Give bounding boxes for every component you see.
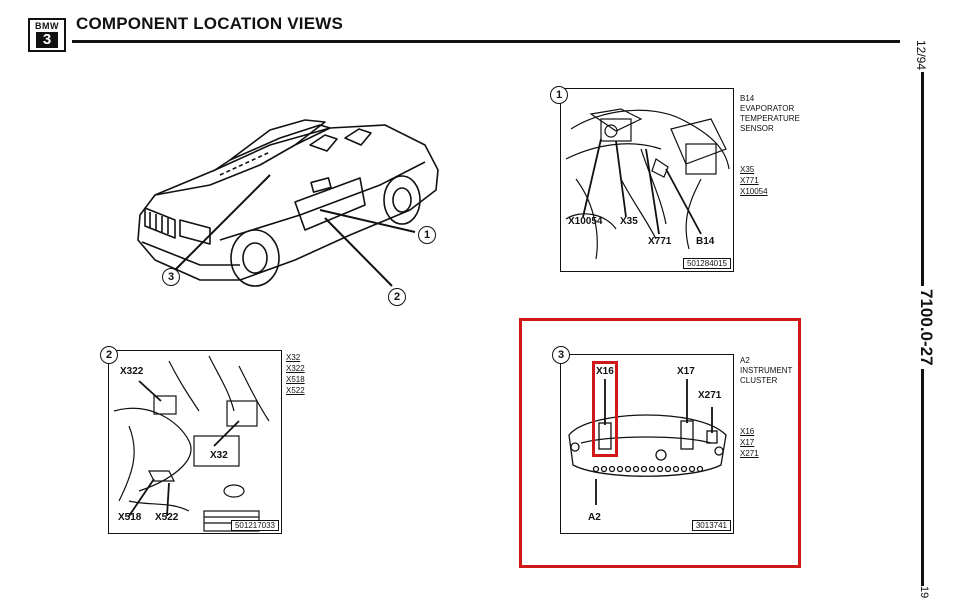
view-1-callout-x10054: X10054 — [568, 216, 603, 227]
header-rule — [72, 40, 900, 43]
view-2-connector-x32: X32 — [286, 353, 301, 362]
view-2-number: 2 — [100, 346, 118, 364]
view-3-callout-a2: A2 — [588, 512, 601, 523]
view-2-photo-id: 501217033 — [230, 520, 279, 531]
view-2-connector-list: X32 X322 X518 X522 — [286, 352, 305, 396]
view-2-callout-x322: X322 — [120, 366, 144, 377]
view-3-connector-x16: X16 — [740, 427, 755, 436]
view-2-callout-x522: X522 — [155, 512, 179, 523]
view-3-callout-x271: X271 — [698, 390, 722, 401]
car-callout-3: 3 — [162, 268, 180, 286]
page-title: COMPONENT LOCATION VIEWS — [76, 14, 344, 33]
view-1-number: 1 — [550, 86, 568, 104]
view-1-connector-x771: X771 — [740, 176, 759, 185]
view-3-connector-x271: X271 — [740, 449, 759, 458]
view-1-illustration — [565, 108, 730, 260]
view-1-connector-list: X35 X771 X10054 — [740, 164, 768, 197]
view-2-photo-panel: 501217033 — [108, 350, 282, 534]
view-1-callout-x771: X771 — [648, 236, 672, 247]
page-number-cut-off: 19 — [918, 586, 930, 599]
car-overview-illustration — [120, 90, 450, 320]
bmw-3-series-logo: BMW 3 — [28, 18, 66, 52]
view-3-callout-x16: X16 — [596, 366, 614, 377]
view-3-component-code: A2 — [740, 356, 750, 365]
view-2-illustration — [113, 355, 270, 532]
convertible-car-drawing — [137, 119, 439, 287]
view-1-callout-x35: X35 — [620, 216, 638, 227]
view-3-number: 3 — [552, 346, 570, 364]
view-1-photo-id: 501284015 — [682, 258, 731, 269]
view-2-callout-x32: X32 — [210, 450, 228, 461]
view-1-photo-panel: 501284015 — [560, 88, 734, 272]
view-2-callout-x518: X518 — [118, 512, 142, 523]
instrument-cluster-highlight-box — [519, 318, 801, 568]
view-1-callout-b14: B14 — [696, 236, 715, 247]
car-callout-1: 1 — [418, 226, 436, 244]
car-callout-2: 2 — [388, 288, 406, 306]
view-1-desc-line-3: SENSOR — [740, 124, 774, 133]
view-3-photo-panel: 3013741 — [560, 354, 734, 534]
issue-date: 12/94 — [914, 38, 928, 73]
view-2-connector-x522: X522 — [286, 386, 305, 395]
x16-connector-highlight-box — [592, 361, 618, 457]
logo-brand-text: BMW — [35, 21, 59, 31]
view-3-desc-line-1: INSTRUMENT — [740, 366, 793, 375]
view-1-connector-x35: X35 — [740, 165, 755, 174]
view-1-component-label: B14 EVAPORATOR TEMPERATURE SENSOR — [740, 94, 800, 134]
view-1-component-code: B14 — [740, 94, 755, 103]
view-3-photo-id: 3013741 — [691, 520, 731, 531]
logo-model-number: 3 — [36, 32, 58, 48]
page-number: 7100.0-27 — [916, 286, 936, 369]
view-3-connector-list: X16 X17 X271 — [740, 426, 759, 459]
view-2-connector-x322: X322 — [286, 364, 305, 373]
view-1-desc-line-1: EVAPORATOR — [740, 104, 795, 113]
view-3-instrument-cluster-illustration — [568, 379, 727, 505]
view-3-connector-x17: X17 — [740, 438, 755, 447]
view-3-callout-x17: X17 — [677, 366, 695, 377]
view-1-connector-x10054: X10054 — [740, 187, 768, 196]
view-3-component-label: A2 INSTRUMENT CLUSTER — [740, 356, 792, 386]
view-3-desc-line-2: CLUSTER — [740, 376, 778, 385]
view-2-connector-x518: X518 — [286, 375, 305, 384]
view-1-desc-line-2: TEMPERATURE — [740, 114, 800, 123]
